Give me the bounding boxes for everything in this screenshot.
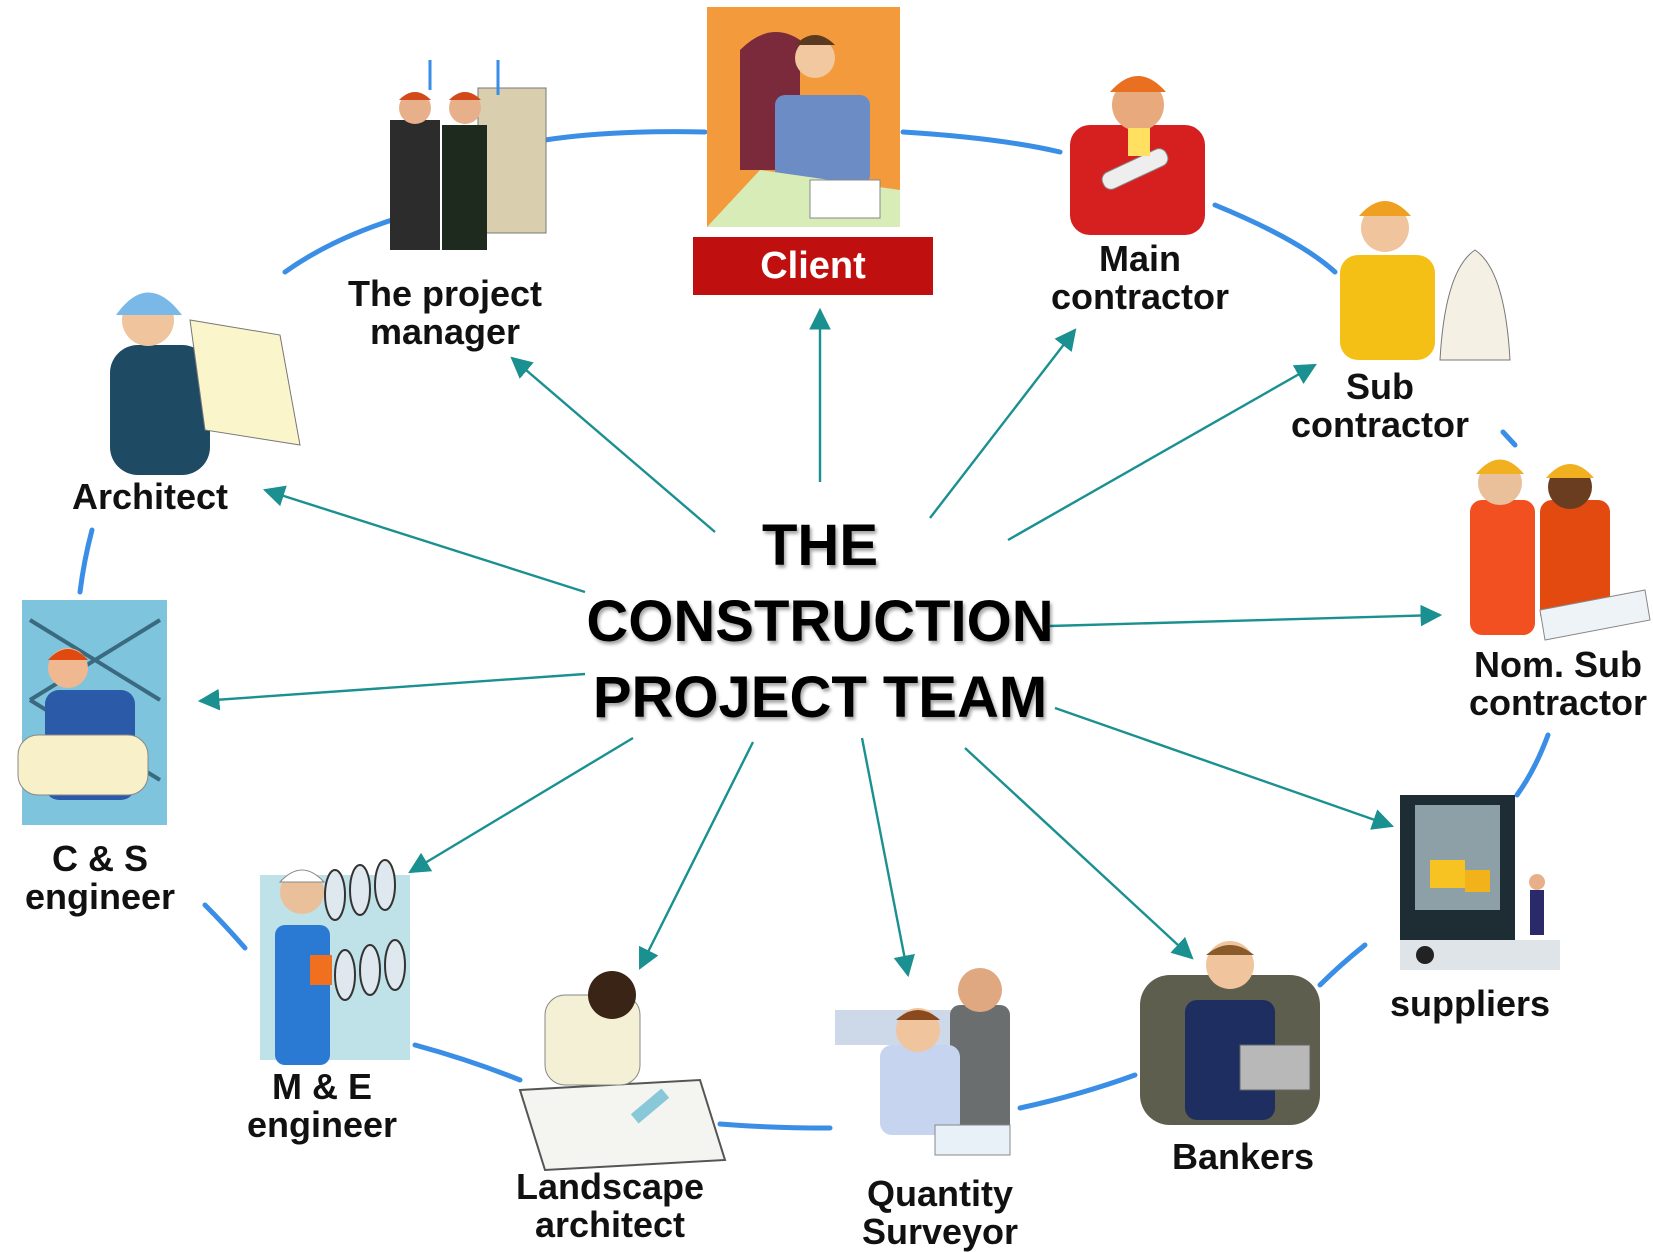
- nom-sub-contractor-picture: [1470, 459, 1651, 641]
- title-line-3: PROJECT TEAM: [592, 665, 1048, 730]
- title-line-2: CONSTRUCTION: [586, 589, 1054, 654]
- diagram-title: THE CONSTRUCTION PROJECT TEAM: [570, 508, 1070, 736]
- me-engineer-picture: [260, 859, 410, 1065]
- suppliers-label: suppliers: [1389, 983, 1551, 1024]
- architect-label: Architect: [71, 476, 229, 517]
- suppliers-picture: [1400, 795, 1560, 970]
- cs-engineer-picture: [17, 600, 167, 825]
- architect-picture: [110, 292, 301, 475]
- landscape-architect-label: Landscape architect: [515, 1166, 705, 1245]
- sub-contractor-label: Sub contractor: [1290, 366, 1470, 445]
- bankers-picture: [1140, 941, 1320, 1125]
- arrows: [197, 307, 1443, 978]
- ring: [77, 129, 1551, 1131]
- client-picture: [707, 7, 900, 227]
- nom-sub-contractor-label: Nom. Sub contractor: [1468, 644, 1648, 723]
- project-manager-label: The project manager: [347, 273, 543, 352]
- client-label: Client: [693, 237, 933, 295]
- me-engineer-label: M & E engineer: [246, 1066, 398, 1145]
- title-line-1: THE: [762, 513, 878, 578]
- bankers-label: Bankers: [1171, 1136, 1315, 1177]
- project-manager-picture: [390, 60, 547, 250]
- sub-contractor-picture: [1340, 201, 1511, 361]
- quantity-surveyor-picture: [835, 968, 1011, 1156]
- cs-engineer-label: C & S engineer: [24, 838, 176, 917]
- landscape-architect-picture: [518, 971, 727, 1172]
- quantity-surveyor-label: Quantity Surveyor: [861, 1173, 1019, 1252]
- main-contractor-picture: [1070, 76, 1205, 235]
- main-contractor-label: Main contractor: [1050, 238, 1230, 317]
